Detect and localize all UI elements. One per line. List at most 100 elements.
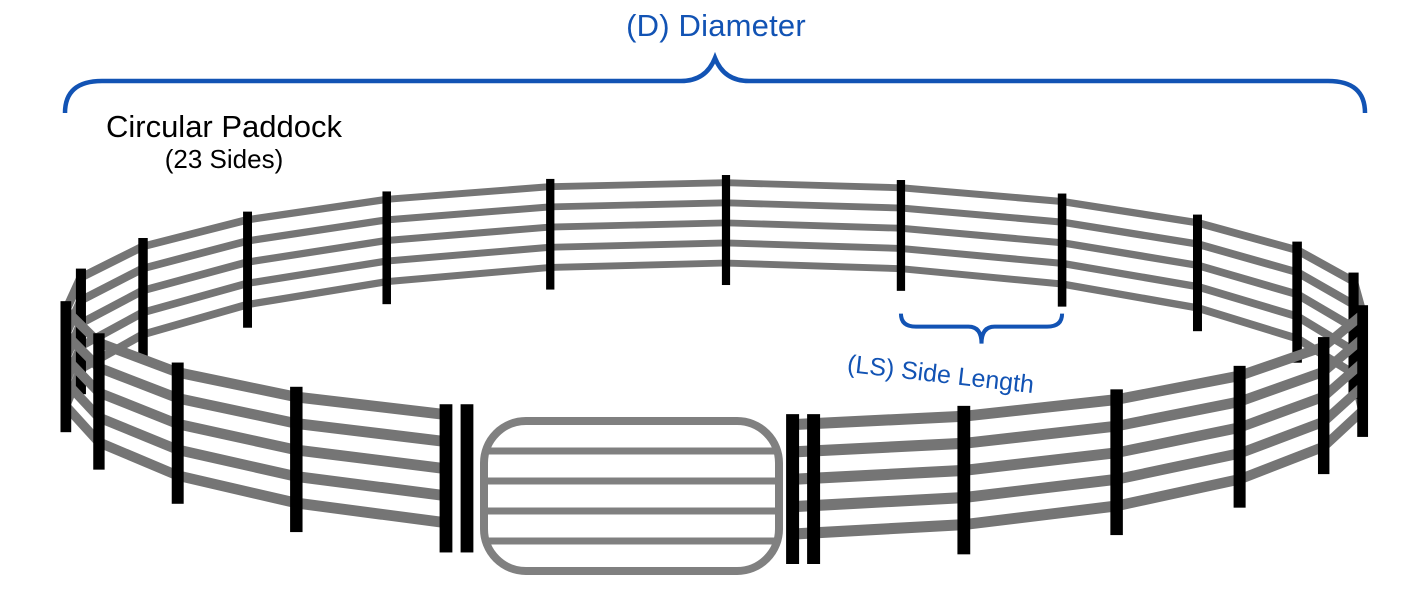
fence-rail (792, 519, 965, 540)
fence-post (1348, 272, 1359, 399)
fence-post (786, 414, 800, 564)
fence-post (957, 405, 971, 555)
fence-rail (792, 464, 965, 485)
fence-rail (97, 412, 180, 455)
fence-post (243, 211, 253, 328)
fence-rail (246, 216, 388, 245)
fence-post (138, 237, 148, 359)
fence-rail (1320, 310, 1366, 351)
fence-rail (97, 338, 180, 378)
fence-rail (247, 195, 388, 224)
fence-rail (550, 199, 727, 211)
fence-rail (792, 410, 965, 431)
fence-rail (97, 363, 180, 403)
fence-rail (900, 204, 1063, 226)
fence-rail (295, 444, 447, 475)
fence-rail (79, 286, 145, 327)
fence-rail (963, 500, 1118, 531)
fence-rail (246, 278, 388, 309)
fence-post (290, 386, 303, 533)
fence-post (1057, 193, 1067, 307)
fence-post (382, 191, 391, 305)
fence-post (460, 404, 474, 553)
fence-rail (1320, 358, 1366, 401)
fence-rail (96, 437, 180, 481)
fence-rail (1295, 246, 1356, 286)
fence-rail (1196, 282, 1299, 321)
fence-rail (176, 470, 298, 509)
fence-post (1357, 305, 1369, 437)
fence-post (1110, 389, 1123, 536)
fence-rail (1196, 240, 1299, 276)
fence-rail (725, 219, 902, 232)
fence-rail (550, 179, 727, 191)
fence-post (1233, 365, 1246, 508)
fence-post (1317, 337, 1330, 475)
fence-rail (386, 263, 551, 286)
fence-rail (142, 216, 249, 251)
fence-rail (1294, 312, 1356, 355)
fence-rail (963, 394, 1118, 422)
fence-rail (386, 203, 551, 224)
fence-rail (141, 300, 249, 339)
fence-post (1192, 214, 1202, 332)
fence-rail (1061, 259, 1199, 291)
gate (480, 417, 783, 575)
fence-post (807, 414, 821, 564)
fence-rail (246, 257, 388, 287)
fence-rail (141, 279, 249, 317)
fence-rail (386, 183, 551, 203)
fence-rail (142, 237, 249, 273)
fence-rail (725, 259, 902, 273)
fence-post (896, 180, 906, 291)
fence-rail (900, 244, 1063, 267)
fence-rail (1196, 219, 1299, 254)
fence-rail (1320, 334, 1366, 376)
fence-rail (386, 243, 551, 265)
fence-rail (900, 224, 1063, 247)
fence-rail (963, 473, 1118, 503)
fence-post (171, 362, 184, 504)
side-length-brace (898, 313, 1065, 344)
fence-rail (900, 184, 1063, 205)
fence-post (721, 175, 731, 286)
fence-rail (1115, 396, 1241, 432)
fence-rail (1237, 366, 1326, 407)
paddock-title: Circular Paddock (23 Sides) (84, 109, 364, 174)
fence-rail (295, 418, 447, 448)
fence-rail (1320, 407, 1366, 451)
fence-rail (386, 223, 551, 244)
fence-rail (1237, 391, 1326, 433)
fence-post (60, 301, 72, 433)
fence-rail (295, 497, 447, 529)
fence-rail (550, 239, 727, 251)
fence-rail (725, 179, 902, 192)
fence-rail (1295, 268, 1356, 309)
fence-rail (176, 367, 298, 403)
fence-rail (1061, 197, 1199, 227)
fence-rail (550, 219, 727, 231)
fence-post (93, 333, 105, 470)
fence-rail (1196, 261, 1299, 299)
fence-rail (792, 491, 965, 513)
fence-rail (1115, 474, 1241, 512)
fence-rail (1237, 341, 1326, 381)
diameter-brace (62, 51, 1368, 114)
fence-rail (1115, 422, 1241, 458)
fence-rail (725, 199, 902, 212)
fence-rail (1115, 370, 1241, 405)
fence-rail (142, 258, 249, 295)
fence-rail (1294, 290, 1356, 332)
fence-rail (550, 259, 727, 271)
fence-rail (79, 264, 145, 304)
fence-rail (295, 391, 447, 420)
paddock-title-sides: (23 Sides) (164, 143, 284, 174)
fence-rail (176, 418, 298, 456)
fence-rail (1320, 383, 1366, 426)
fence-rail (1061, 280, 1199, 312)
fence-rail (295, 471, 447, 502)
fence-rail (97, 387, 180, 429)
fence-rail (900, 265, 1063, 288)
